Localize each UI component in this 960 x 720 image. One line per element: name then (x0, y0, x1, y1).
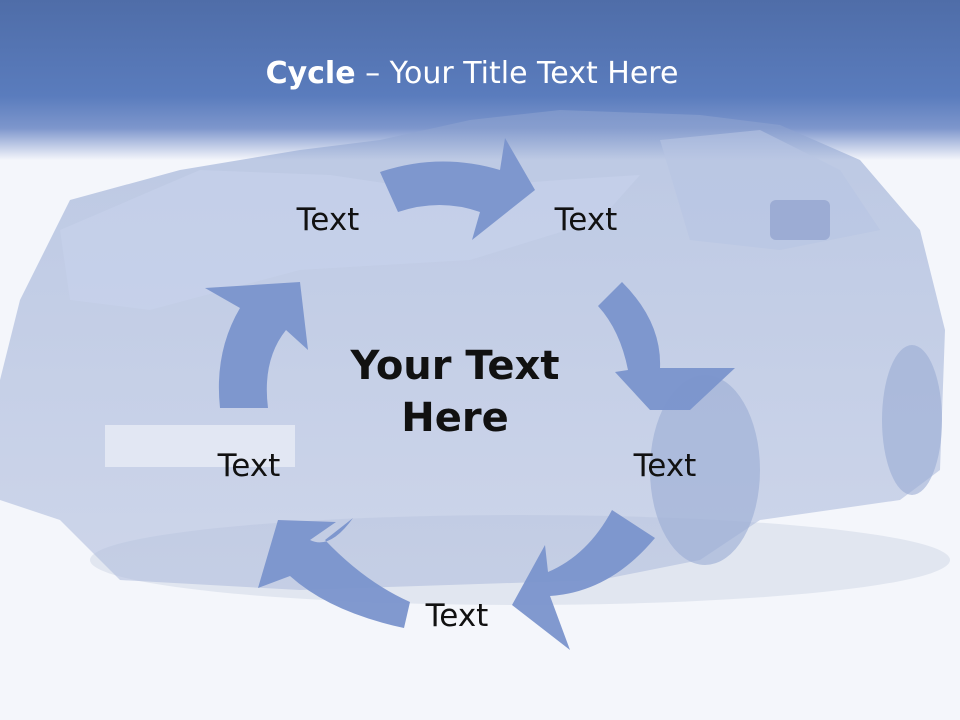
cycle-arrow-4 (258, 518, 410, 628)
cycle-node-label: Text (633, 448, 697, 484)
cycle-node-label: Text (296, 202, 360, 238)
slide-title: Cycle – Your Title Text Here (0, 54, 944, 94)
center-text: Your Text Here (330, 340, 580, 444)
cycle-node-label: Text (217, 448, 281, 484)
center-text-line-2: Here (401, 395, 509, 441)
cycle-node-label: Text (425, 598, 489, 634)
center-text-line-1: Your Text (350, 343, 560, 389)
cycle-arrow-3 (512, 510, 655, 650)
cycle-arrow-5 (205, 282, 308, 408)
cycle-arrow-2 (598, 282, 735, 410)
cycle-node-label: Text (554, 202, 618, 238)
title-rest: – Your Title Text Here (355, 56, 679, 91)
cycle-arrow-1 (380, 138, 535, 240)
title-bold: Cycle (265, 56, 356, 91)
